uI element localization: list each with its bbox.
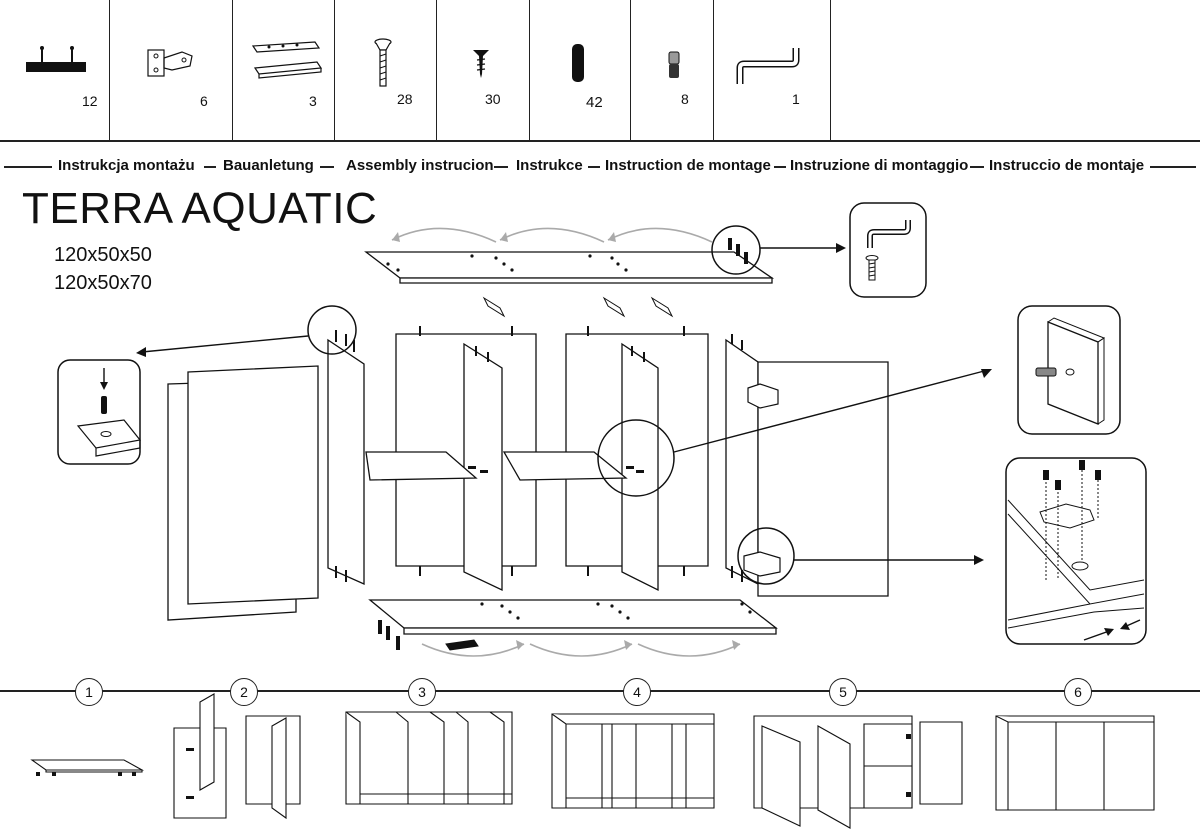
language-title: Instrukcja montażu: [58, 157, 195, 174]
divider: [204, 166, 216, 168]
part-count: 6: [200, 93, 208, 109]
part-count: 3: [309, 93, 317, 109]
part-count: 30: [485, 91, 501, 107]
detail-hinge-mounting: [1005, 457, 1147, 645]
step-6-illustration: [995, 715, 1155, 811]
steps-divider: [0, 690, 1200, 692]
step-number: 1: [75, 678, 103, 706]
connector-bar-icon: [251, 41, 323, 79]
countersunk-screw-icon: [374, 38, 392, 87]
shelf-left: [365, 451, 478, 481]
detail-cam-pin: [1017, 305, 1121, 435]
shelf-right: [502, 451, 628, 481]
step-number: 5: [829, 678, 857, 706]
parts-list: 12 6 3 28 30: [0, 0, 1200, 142]
detail-dowel: [57, 359, 142, 465]
part-count: 28: [397, 91, 413, 107]
allen-key-icon: [736, 48, 800, 84]
left-side-panel: [327, 338, 365, 586]
language-title: Bauanletung: [223, 157, 314, 174]
part-cell-hinge: 6: [110, 0, 233, 140]
product-title: TERRA AQUATIC: [22, 184, 378, 233]
right-door: [757, 361, 889, 597]
short-screw-icon: [473, 50, 489, 78]
divider: [970, 166, 984, 168]
step-3-illustration: [345, 711, 513, 805]
hinge-icon: [147, 49, 193, 77]
step-1-illustration: [30, 759, 145, 771]
part-count: 1: [792, 91, 800, 107]
divider: [494, 166, 508, 168]
language-title: Instruccio de montaje: [989, 157, 1145, 174]
part-cell-countersunk-screw: 28: [335, 0, 437, 140]
step-4-illustration: [551, 713, 715, 809]
part-cell-cam-pin: 8: [631, 0, 714, 140]
product-size: 120x50x50: [54, 244, 152, 266]
divider: [320, 166, 334, 168]
step-number: 2: [230, 678, 258, 706]
hinge-icon: [743, 383, 781, 577]
bottom-panel: [368, 599, 778, 629]
step-number: 6: [1064, 678, 1092, 706]
dowel-strip-icon: [26, 46, 86, 72]
divider-panel-left: [463, 342, 503, 592]
part-cell-connector-bar: 3: [233, 0, 335, 140]
part-count: 42: [586, 94, 603, 111]
exploded-assembly-diagram: [57, 202, 1147, 657]
divider: [1150, 166, 1196, 168]
language-title-bar: Instrukcja montażu Bauanletung Assembly …: [0, 157, 1200, 177]
language-title: Assembly instrucion: [346, 157, 494, 174]
part-cell-wooden-dowel: 42: [530, 0, 631, 140]
part-count: 12: [82, 93, 98, 109]
wooden-dowel-icon: [572, 44, 584, 82]
top-panel: [364, 251, 775, 279]
step-number: 4: [623, 678, 651, 706]
cam-pin-icon: [668, 51, 680, 78]
detail-allen-key: [849, 202, 927, 298]
divider-panel-right: [621, 342, 659, 592]
product-size: 120x50x70: [54, 272, 152, 294]
left-door: [187, 365, 319, 605]
part-cell-allen-key: 1: [714, 0, 831, 140]
part-count: 8: [681, 91, 689, 107]
divider: [588, 166, 600, 168]
parts-divider: [0, 140, 1200, 142]
part-cell-short-screw: 30: [437, 0, 530, 140]
language-title: Instruzione di montaggio: [790, 157, 969, 174]
divider: [4, 166, 52, 168]
right-side-panel: [725, 338, 759, 586]
step-number: 3: [408, 678, 436, 706]
steps-illustrations: [30, 693, 1155, 829]
language-title: Instruction de montage: [605, 157, 771, 174]
part-cell-dowel-strip: 12: [0, 0, 110, 140]
language-title: Instrukce: [516, 157, 583, 174]
divider: [774, 166, 786, 168]
